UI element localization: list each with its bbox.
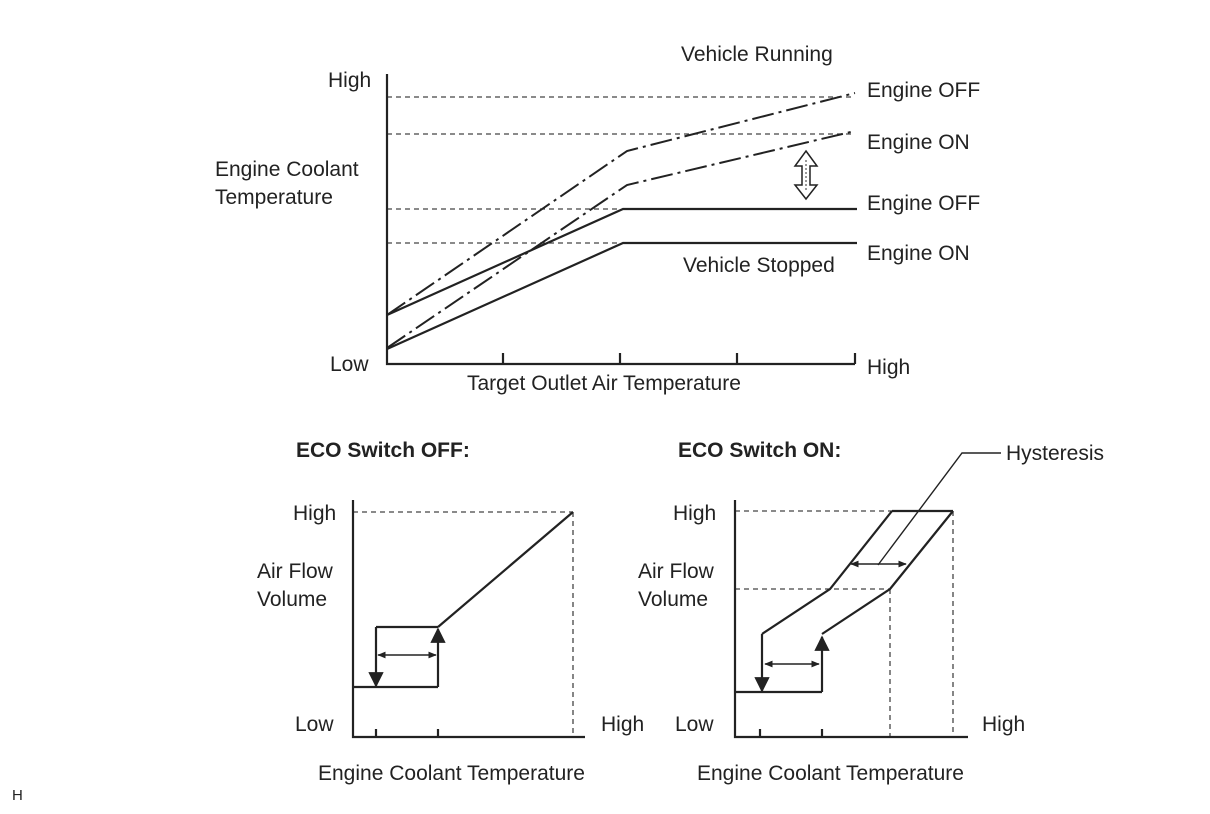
top-y-low-label: Low: [330, 353, 369, 376]
eco-on-rising-ramp: [821, 510, 954, 635]
eco-off-x-high-label: High: [601, 713, 644, 736]
figure-code-label: H: [12, 787, 23, 804]
top-x-high-label: High: [867, 356, 910, 379]
curve-running-engine-off: [386, 92, 856, 316]
eco-off-x-axis-label: Engine Coolant Temperature: [318, 762, 585, 785]
top-y-high-label: High: [328, 69, 371, 92]
top-y-axis-label-line2: Temperature: [215, 186, 333, 209]
eco-off-ramp: [437, 511, 574, 628]
running-engine-on-label: Engine ON: [867, 131, 970, 154]
curve-stopped-engine-off: [386, 207, 857, 317]
top-y-axis-label-line1: Engine Coolant: [215, 158, 359, 181]
eco-on-falling-ramp: [761, 510, 893, 635]
eco-off-title: ECO Switch OFF:: [296, 439, 470, 462]
eco-off-y-axis-label-line1: Air Flow: [257, 560, 334, 583]
stopped-engine-on-label: Engine ON: [867, 242, 970, 265]
eco-off-y-low-label: Low: [295, 713, 334, 736]
eco-on-y-low-label: Low: [675, 713, 714, 736]
eco-off-y-axis-label-line2: Volume: [257, 588, 327, 611]
vehicle-running-label: Vehicle Running: [681, 43, 833, 66]
eco-on-axes: [733, 500, 968, 739]
eco-off-axes: [351, 500, 585, 739]
eco-on-x-axis-label: Engine Coolant Temperature: [697, 762, 964, 785]
hysteresis-callout-label: Hysteresis: [1006, 442, 1104, 465]
eco-on-x-high-label: High: [982, 713, 1025, 736]
stopped-engine-off-label: Engine OFF: [867, 192, 980, 215]
eco-on-y-axis-label-line1: Air Flow: [638, 560, 715, 583]
curve-running-engine-on: [386, 130, 856, 349]
eco-on-chart: ECO Switch ON: High Low High Air Flow Vo…: [638, 439, 1104, 785]
eco-off-y-high-label: High: [293, 502, 336, 525]
eco-on-y-high-label: High: [673, 502, 716, 525]
shift-double-arrow-icon: [793, 149, 819, 201]
hysteresis-callout-leader: [877, 452, 1001, 566]
eco-on-title: ECO Switch ON:: [678, 439, 841, 462]
running-engine-off-label: Engine OFF: [867, 79, 980, 102]
vehicle-stopped-label: Vehicle Stopped: [683, 254, 835, 277]
top-chart: High Low High Engine Coolant Temperature…: [215, 43, 980, 395]
top-x-axis-label: Target Outlet Air Temperature: [467, 372, 741, 395]
curve-stopped-engine-on: [386, 241, 857, 351]
eco-off-chart: ECO Switch OFF: High Low High Air Flow V…: [257, 439, 644, 785]
top-chart-axes: [385, 74, 855, 366]
eco-on-y-axis-label-line2: Volume: [638, 588, 708, 611]
